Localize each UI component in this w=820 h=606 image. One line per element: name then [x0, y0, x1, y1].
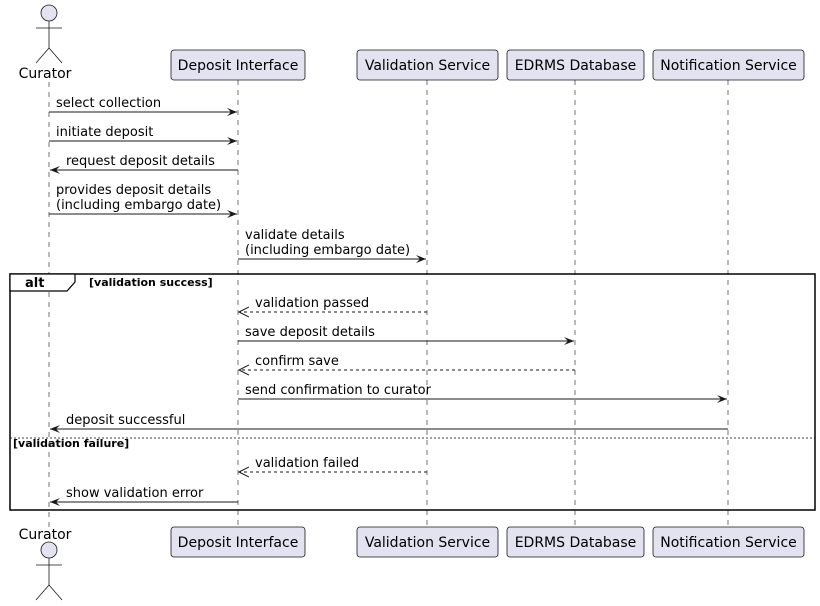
message-label: confirm save: [255, 354, 339, 369]
alt-fragment: alt [validation success] [validation failu…: [9, 273, 816, 511]
message-12: show validation error: [50, 486, 238, 506]
participant-edrms-database-top: EDRMS Database: [506, 49, 645, 81]
message-label: select collection: [56, 96, 161, 111]
alt-keyword: alt: [25, 276, 44, 291]
participant-box: [170, 49, 306, 81]
message-11: validation failed: [239, 456, 427, 472]
message-label: validation passed: [255, 296, 369, 311]
message-5: validate details(including embargo date): [238, 228, 426, 263]
participant-label: Validation Service: [365, 535, 490, 551]
message-2: initiate deposit: [49, 125, 237, 145]
actor-label: Curator: [19, 66, 72, 82]
message-9: send confirmation to curator: [238, 383, 727, 403]
participant-label: EDRMS Database: [515, 58, 637, 74]
participant-label: Deposit Interface: [178, 535, 299, 551]
message-3: request deposit details: [50, 154, 238, 174]
message-label: (including embargo date): [56, 198, 221, 213]
message-8: confirm save: [239, 354, 575, 370]
participant-deposit-interface-bottom: Deposit Interface: [170, 526, 306, 558]
participant-curator-bottom: Curator: [19, 527, 72, 601]
alt-frame: [9, 273, 816, 511]
actor-head: [40, 4, 58, 22]
participant-box: [506, 49, 645, 81]
participant-deposit-interface-top: Deposit Interface: [170, 49, 306, 81]
participant-label: Notification Service: [660, 58, 797, 74]
participant-box: [652, 526, 805, 558]
participant-box: [170, 526, 306, 558]
message-label: initiate deposit: [56, 125, 153, 140]
message-label: validation failed: [255, 456, 359, 471]
message-10: deposit successful: [50, 413, 728, 433]
message-7: save deposit details: [238, 325, 574, 345]
alt-guard-success: [validation success]: [89, 276, 213, 289]
message-6: validation passed: [239, 296, 427, 312]
message-label: show validation error: [66, 486, 204, 501]
participant-box: [356, 526, 499, 558]
participant-box: [506, 526, 645, 558]
actor-head: [40, 541, 58, 559]
participant-label: EDRMS Database: [515, 535, 637, 551]
alt-guard-failure: [validation failure]: [13, 437, 129, 450]
participant-notification-service-top: Notification Service: [652, 49, 805, 81]
participant-label: Deposit Interface: [178, 58, 299, 74]
alt-tab: [9, 273, 76, 292]
message-1: select collection: [49, 96, 237, 116]
actor-label: Curator: [19, 527, 72, 543]
participant-curator-top: Curator: [19, 4, 72, 82]
message-label: provides deposit details: [56, 183, 211, 198]
message-label: request deposit details: [66, 154, 215, 169]
message-4: provides deposit details(including embar…: [49, 183, 237, 218]
message-label: save deposit details: [245, 325, 375, 340]
participant-box: [652, 49, 805, 81]
participant-validation-service-top: Validation Service: [356, 49, 499, 81]
message-label: validate details: [245, 228, 345, 243]
participant-box: [356, 49, 499, 81]
participant-validation-service-bottom: Validation Service: [356, 526, 499, 558]
participant-edrms-database-bottom: EDRMS Database: [506, 526, 645, 558]
participant-label: Notification Service: [660, 535, 797, 551]
message-label: send confirmation to curator: [245, 383, 432, 398]
participant-label: Validation Service: [365, 58, 490, 74]
message-label: deposit successful: [66, 413, 185, 428]
message-label: (including embargo date): [245, 243, 410, 258]
participant-notification-service-bottom: Notification Service: [652, 526, 805, 558]
